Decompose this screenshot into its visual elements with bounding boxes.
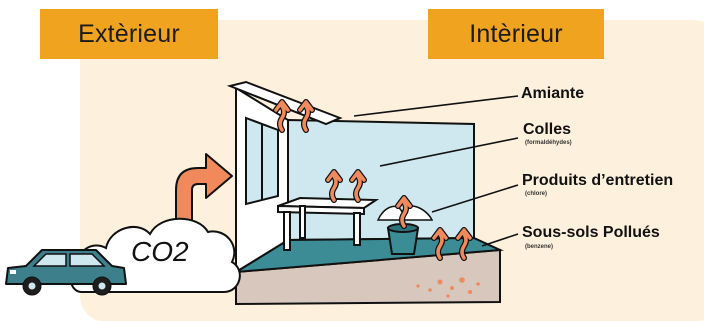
detail-colles: (formaldéhydes) (525, 140, 572, 146)
label-colles: Colles (523, 121, 571, 139)
interior-tag: Intèrieur (428, 9, 604, 59)
co2-label: CO2 (131, 236, 189, 268)
detail-produits-entretien: (chlore) (525, 191, 547, 197)
detail-sous-sols: (benzene) (525, 244, 553, 250)
label-produits-entretien: Produits d’entretien (522, 172, 673, 190)
label-amiante: Amiante (521, 85, 584, 103)
exterior-tag: Extèrieur (40, 9, 218, 59)
back-wall (288, 120, 474, 240)
label-sous-sols: Sous-sols Pollués (522, 224, 660, 242)
